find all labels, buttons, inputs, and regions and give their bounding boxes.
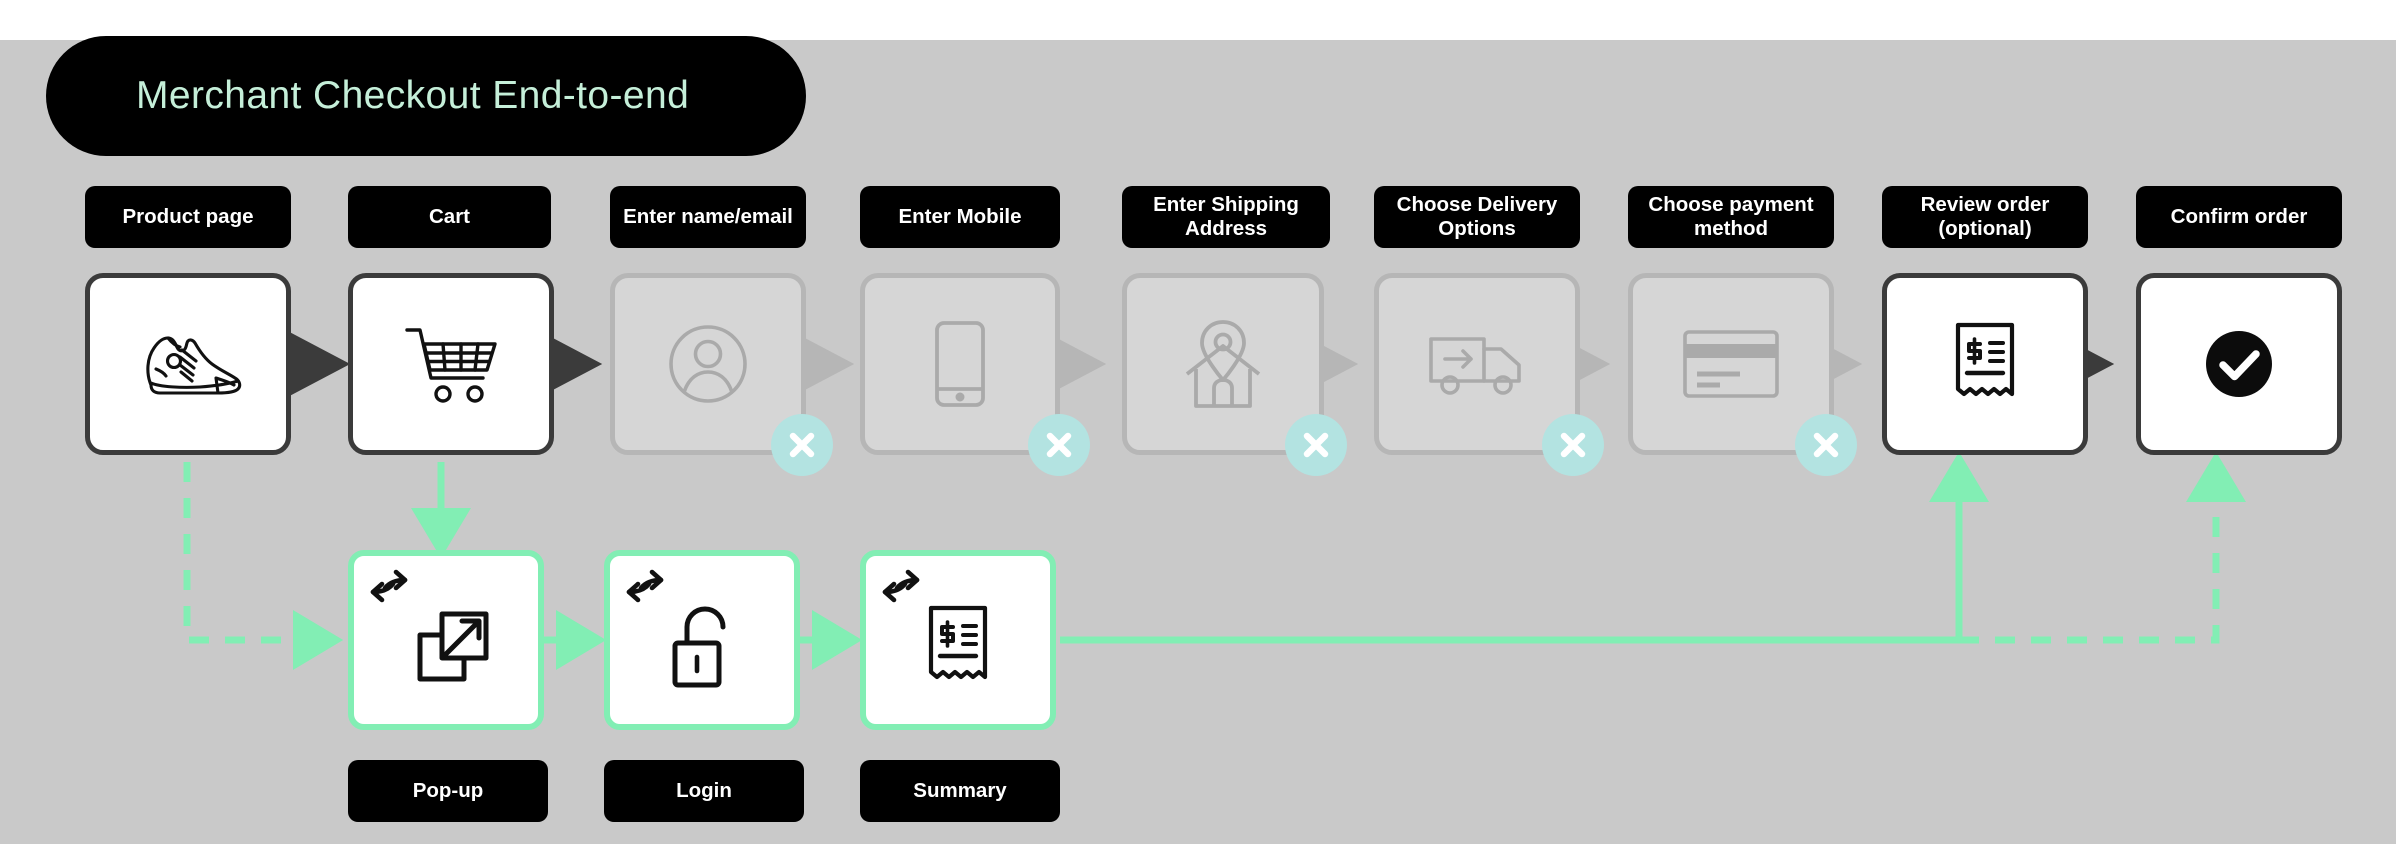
delivery-truck-icon <box>1429 337 1521 395</box>
step-label-enter-name-email[interactable]: Enter name/email <box>610 186 806 248</box>
step-card-enter-name-email[interactable] <box>610 273 806 455</box>
step-card-review-order[interactable] <box>1882 273 2088 455</box>
credit-card-icon <box>1683 330 1779 398</box>
x-close-icon <box>789 432 815 458</box>
skip-badge-enter-name-email[interactable] <box>771 414 833 476</box>
redirect-icon <box>878 566 924 606</box>
step-label-confirm-order[interactable]: Confirm order <box>2136 186 2342 248</box>
skip-badge-payment-method[interactable] <box>1795 414 1857 476</box>
sub-label-summary[interactable]: Summary <box>860 760 1060 822</box>
sneaker-icon <box>146 336 242 395</box>
step-label-cart[interactable]: Cart <box>348 186 551 248</box>
person-icon <box>669 325 747 403</box>
step-label-product-page[interactable]: Product page <box>85 186 291 248</box>
step-label-payment-method[interactable]: Choose payment method <box>1628 186 1834 248</box>
sub-card-login[interactable] <box>604 550 800 730</box>
step-card-enter-mobile[interactable] <box>860 273 1060 455</box>
step-label-delivery-options[interactable]: Choose Delivery Options <box>1374 186 1580 248</box>
redirect-icon <box>366 566 412 606</box>
step-card-shipping-address[interactable] <box>1122 273 1324 455</box>
skip-badge-delivery-options[interactable] <box>1542 414 1604 476</box>
unlock-icon <box>672 606 726 688</box>
redirect-icon <box>622 566 668 606</box>
step-card-confirm-order[interactable] <box>2136 273 2342 455</box>
shopping-cart-icon <box>405 328 497 403</box>
check-circle-icon <box>2206 331 2272 397</box>
x-close-icon <box>1303 432 1329 458</box>
skip-badge-shipping-address[interactable] <box>1285 414 1347 476</box>
step-card-product-page[interactable] <box>85 273 291 455</box>
diagram-title-pill: Merchant Checkout End-to-end <box>46 36 806 156</box>
receipt-icon <box>928 605 988 680</box>
sub-label-pop-up[interactable]: Pop-up <box>348 760 548 822</box>
step-label-shipping-address[interactable]: Enter Shipping Address <box>1122 186 1330 248</box>
external-link-icon <box>417 611 489 682</box>
step-label-enter-mobile[interactable]: Enter Mobile <box>860 186 1060 248</box>
x-close-icon <box>1813 432 1839 458</box>
step-card-cart[interactable] <box>348 273 554 455</box>
step-card-payment-method[interactable] <box>1628 273 1834 455</box>
page-title: Merchant Checkout End-to-end <box>136 74 690 117</box>
x-close-icon <box>1560 432 1586 458</box>
sub-card-summary[interactable] <box>860 550 1056 730</box>
skip-badge-enter-mobile[interactable] <box>1028 414 1090 476</box>
mobile-phone-icon <box>935 321 985 407</box>
step-label-review-order[interactable]: Review order (optional) <box>1882 186 2088 248</box>
sub-label-login[interactable]: Login <box>604 760 804 822</box>
home-pin-icon <box>1185 320 1261 408</box>
receipt-icon <box>1955 322 2015 397</box>
x-close-icon <box>1046 432 1072 458</box>
sub-card-pop-up[interactable] <box>348 550 544 730</box>
